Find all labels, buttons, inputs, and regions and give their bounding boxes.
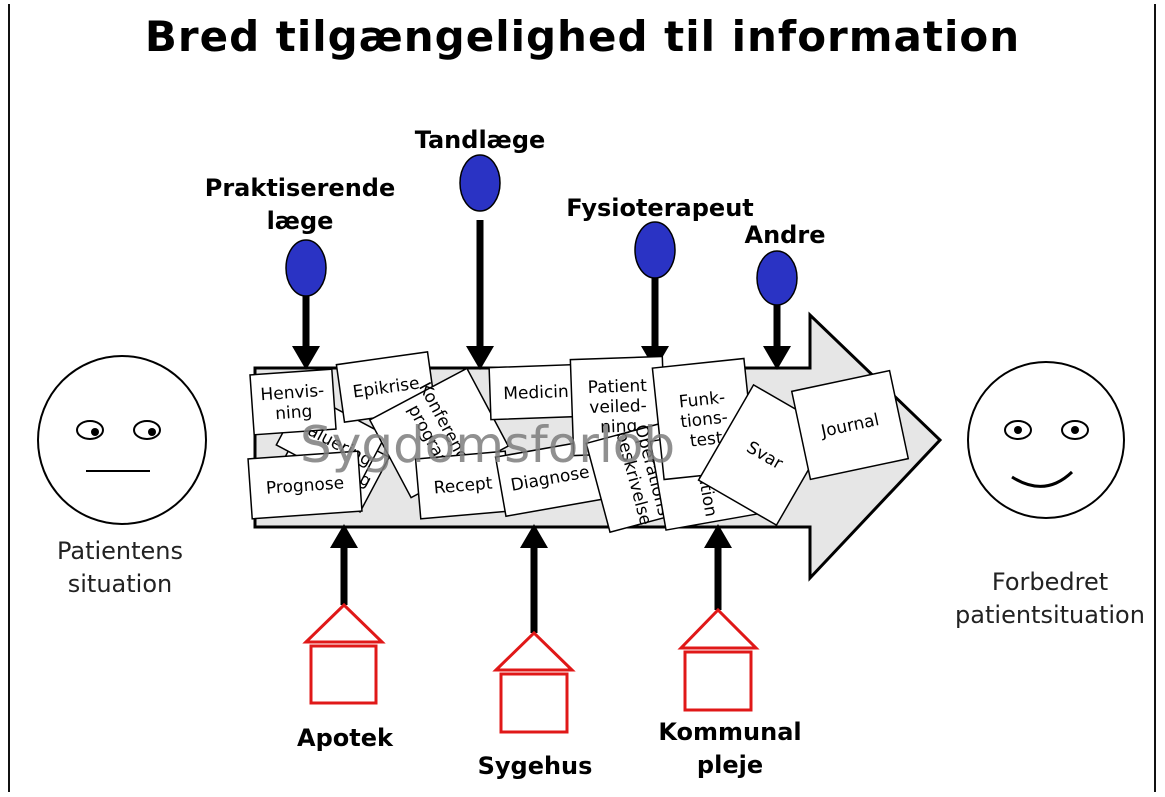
- provider-pin-icon: [286, 240, 326, 370]
- provider-label-andre: Andre: [710, 219, 860, 252]
- document-card-label: Medicin: [503, 382, 569, 404]
- watermark-text: Sygdomsforlob: [300, 416, 675, 474]
- happy-face-icon: [968, 362, 1124, 518]
- provider-label-kommunal: Kommunal pleje: [630, 716, 830, 782]
- provider-pin-icon: [757, 251, 797, 370]
- provider-pin-icon: [635, 222, 675, 370]
- provider-label-sygehus: Sygehus: [455, 750, 615, 783]
- provider-house-icon: [496, 524, 572, 732]
- patient-label-right: Forbedret patientsituation: [940, 566, 1160, 632]
- provider-house-icon: [306, 524, 382, 703]
- provider-label-apotek: Apotek: [270, 722, 420, 755]
- sad-face-icon: [38, 356, 206, 524]
- document-card: Journal: [792, 371, 909, 480]
- provider-label-praktiserende: Praktiserende læge: [185, 172, 415, 238]
- provider-house-icon: [681, 524, 756, 710]
- provider-pin-icon: [460, 155, 500, 370]
- document-card: Medicin: [489, 364, 583, 419]
- patient-label-left: Patientens situation: [20, 535, 220, 601]
- provider-label-tandlaege: Tandlæge: [395, 124, 565, 157]
